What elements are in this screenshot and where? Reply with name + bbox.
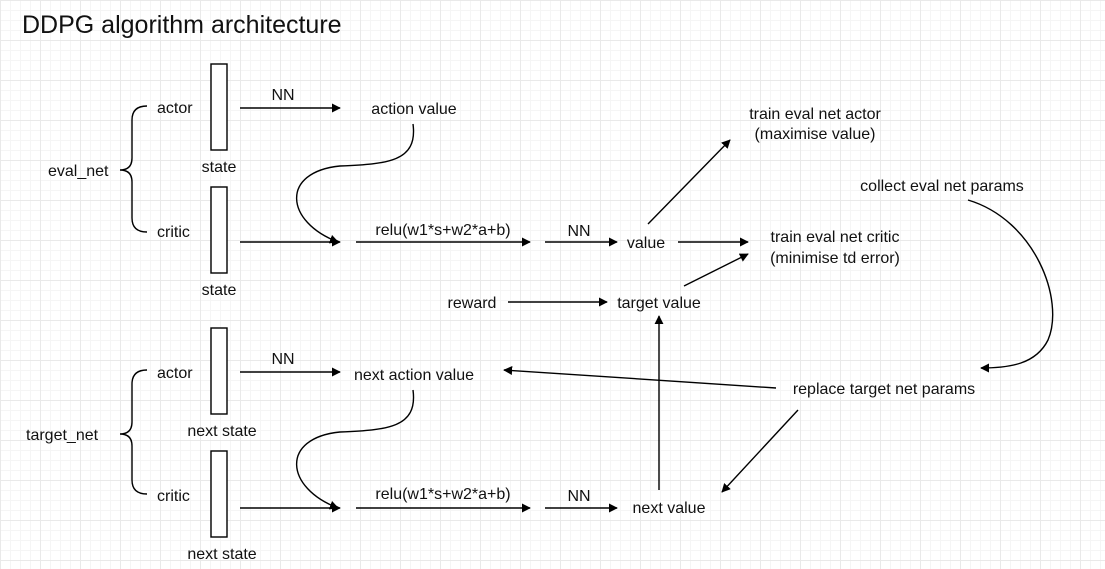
value-node: value (627, 235, 665, 252)
collect-to-replace-curve (967, 199, 1054, 373)
eval-critic-label: critic (157, 224, 190, 241)
replace-to-next-action-arrow (503, 366, 777, 389)
target-critic-state-label: next state (187, 546, 256, 563)
train-critic-line2: (minimise td error) (770, 250, 900, 267)
action-value-to-relu-curve (296, 123, 415, 244)
target-value-to-train-critic-arrow (683, 253, 749, 287)
target-actor-label: actor (157, 365, 193, 382)
eval-actor-nn-label: NN (271, 87, 294, 104)
train-actor-line2: (maximise value) (755, 126, 876, 143)
next-value-node: next value (633, 500, 706, 517)
reward-node: reward (448, 295, 497, 312)
eval-actor-state-bar (210, 63, 228, 151)
target-actor-state-label: next state (187, 423, 256, 440)
replace-to-next-value-arrow (721, 409, 799, 493)
target-critic-nn-label: NN (567, 488, 590, 505)
target-actor-nn-label: NN (271, 351, 294, 368)
eval-actor-label: actor (157, 100, 193, 117)
replace-params-node: replace target net params (793, 381, 975, 398)
next-action-value-node: next action value (354, 367, 474, 384)
value-to-train-actor-arrow (647, 139, 731, 225)
eval-actor-state-label: state (202, 159, 237, 176)
train-actor-line1: train eval net actor (749, 106, 881, 123)
target-relu-node: relu(w1*s+w2*a+b) (375, 486, 510, 503)
action-value-node: action value (371, 101, 456, 118)
target-critic-label: critic (157, 488, 190, 505)
next-action-value-to-relu-curve (296, 389, 415, 510)
target-net-brace (119, 369, 148, 495)
eval-critic-nn-label: NN (567, 223, 590, 240)
eval-net-label: eval_net (48, 163, 109, 180)
diagram-title: DDPG algorithm architecture (22, 11, 342, 39)
train-critic-line1: train eval net critic (771, 229, 900, 246)
target-critic-state-bar (210, 450, 228, 538)
eval-relu-node: relu(w1*s+w2*a+b) (375, 222, 510, 239)
eval-critic-state-bar (210, 186, 228, 274)
target-value-node: target value (617, 295, 701, 312)
target-actor-state-bar (210, 327, 228, 415)
eval-critic-state-label: state (202, 282, 237, 299)
eval-net-brace (119, 105, 148, 233)
collect-params-node: collect eval net params (860, 178, 1024, 195)
target-net-label: target_net (26, 427, 99, 444)
